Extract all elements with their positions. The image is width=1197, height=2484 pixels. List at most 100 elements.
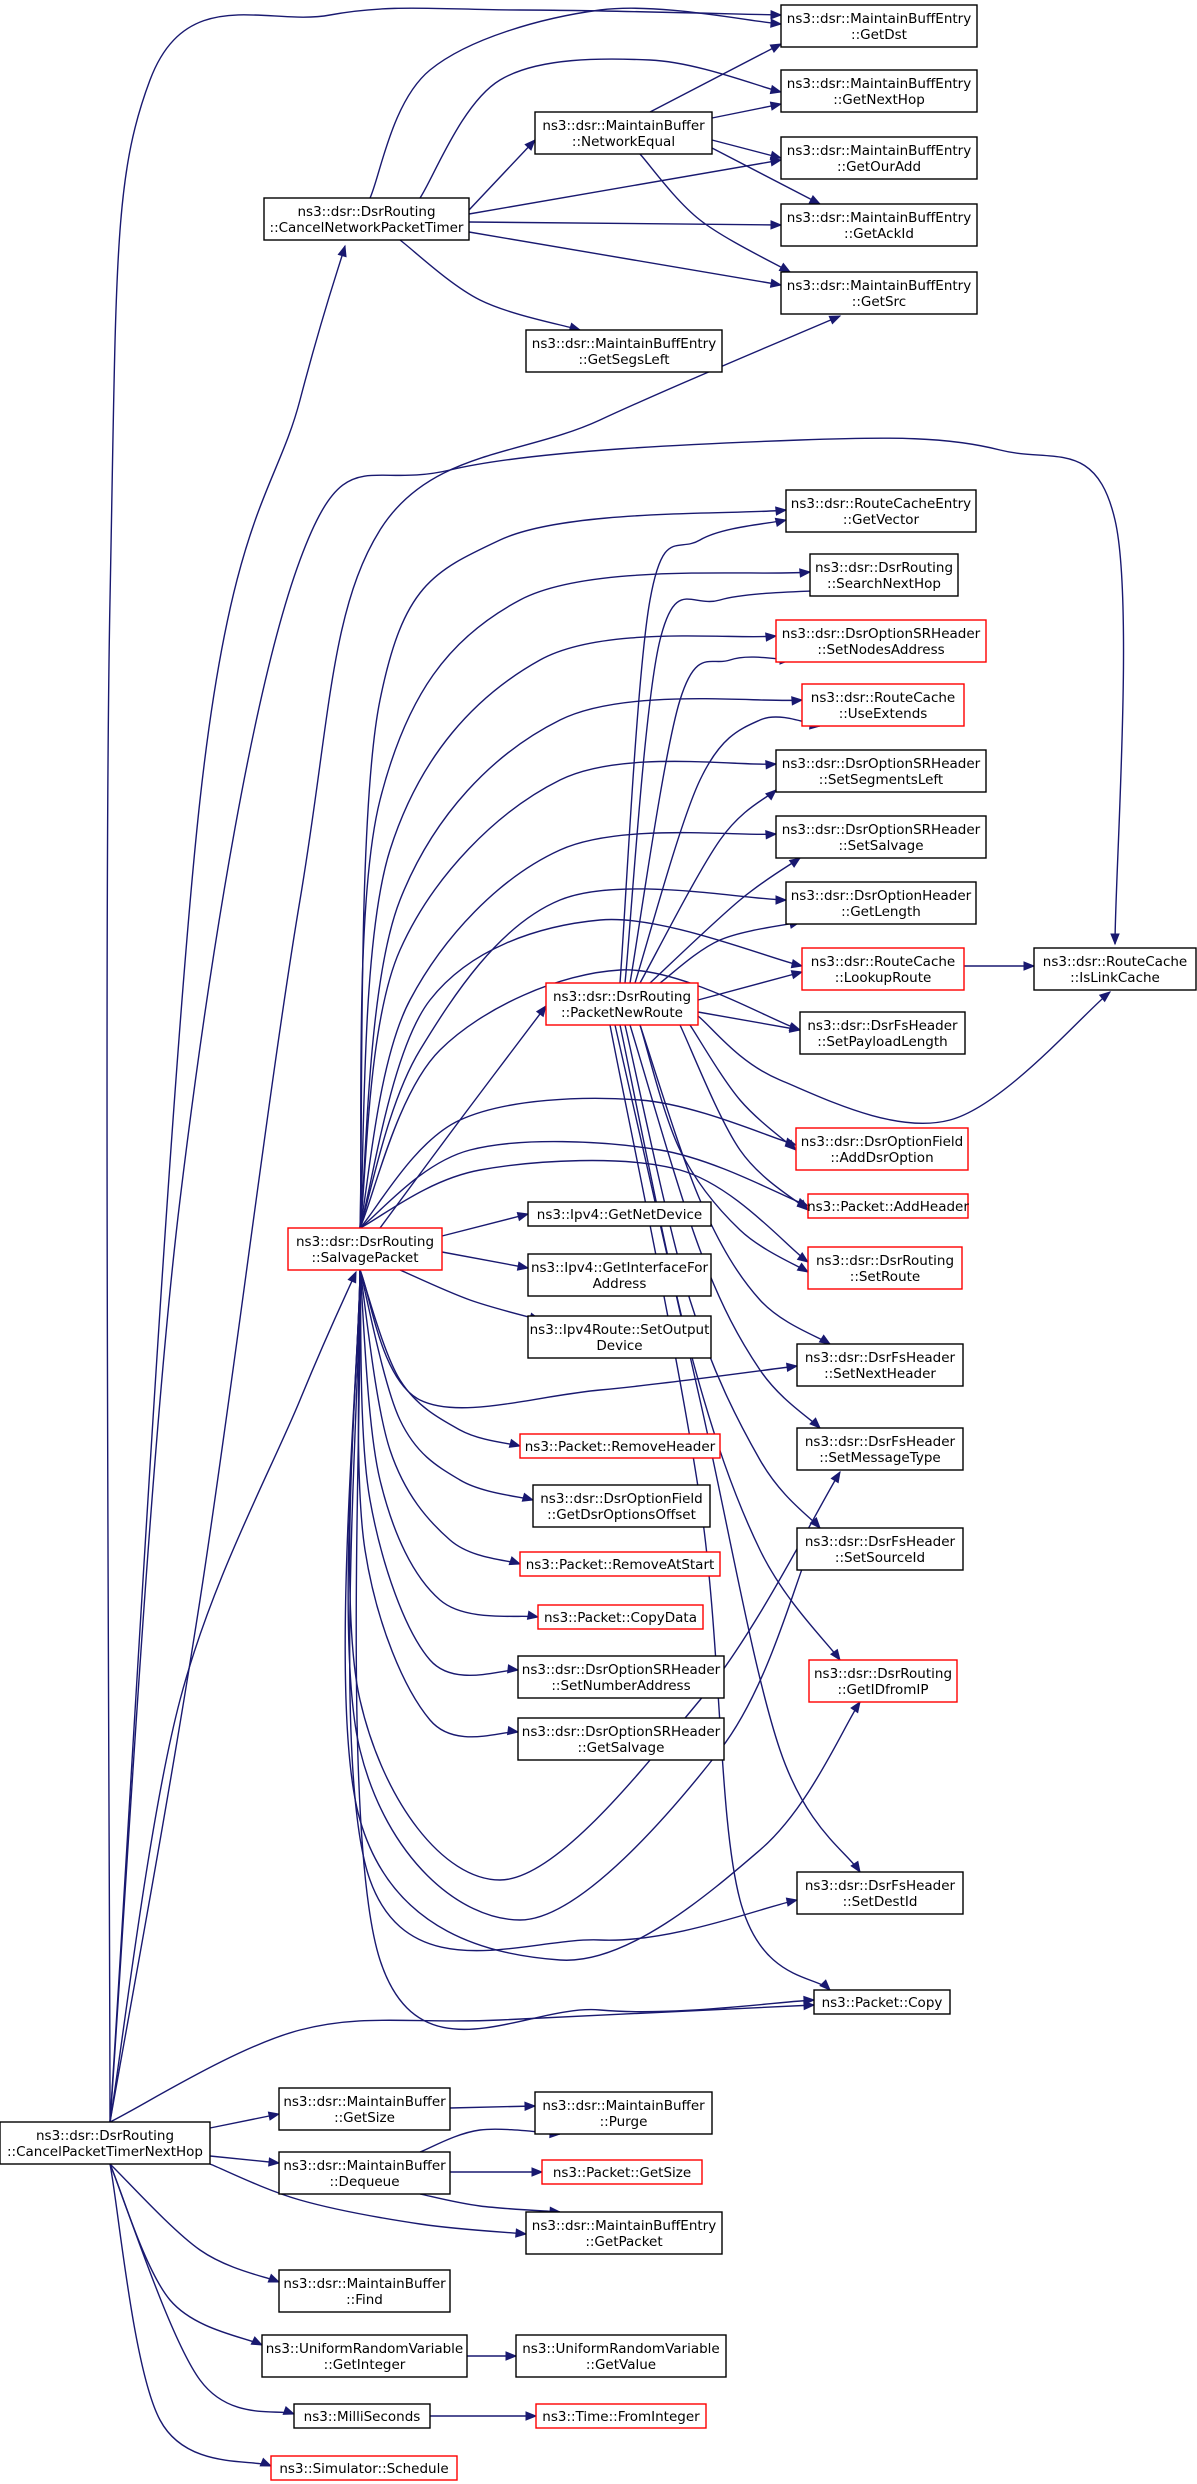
edge-neq-to-getsrc: [639, 153, 792, 273]
edge-line: [359, 1269, 521, 1447]
node-cnpt[interactable]: ns3::dsr::DsrRouting::CancelNetworkPacke…: [263, 197, 470, 241]
node-label: ns3::Ipv4::GetInterfaceFor: [531, 1260, 709, 1276]
node-schedule[interactable]: ns3::Simulator::Schedule: [270, 2455, 458, 2481]
node-box: [278, 2151, 451, 2195]
edge-salvagepacket-to-lookuproute: [359, 918, 804, 1229]
arrowhead-icon: [506, 1725, 520, 1736]
node-setdestid[interactable]: ns3::dsr::DsrFsHeader::SetDestId: [796, 1871, 964, 1915]
node-box: [278, 2087, 451, 2131]
edge-root-to-schedule: [109, 2163, 273, 2467]
arrowhead-icon: [790, 959, 804, 969]
node-box: [519, 1433, 721, 1459]
node-box: [537, 1604, 704, 1630]
node-box: [532, 1484, 711, 1528]
node-label: ns3::dsr::MaintainBuffEntry: [787, 143, 971, 159]
node-setsegmentsleft[interactable]: ns3::dsr::DsrOptionSRHeader::SetSegments…: [775, 749, 987, 793]
node-getinteger[interactable]: ns3::UniformRandomVariable::GetInteger: [261, 2334, 468, 2378]
arrowhead-icon: [791, 696, 804, 706]
arrowhead-icon: [531, 2167, 544, 2177]
node-setnumberaddress[interactable]: ns3::dsr::DsrOptionSRHeader::SetNumberAd…: [517, 1655, 725, 1699]
node-label: ns3::dsr::DsrFsHeader: [805, 1434, 956, 1450]
node-label: ns3::dsr::MaintainBuffer: [283, 2276, 446, 2292]
node-getsalvage[interactable]: ns3::dsr::DsrOptionSRHeader::GetSalvage: [517, 1717, 725, 1761]
edge-line: [209, 2163, 527, 2235]
node-mb_getsize[interactable]: ns3::dsr::MaintainBuffer::GetSize: [278, 2087, 451, 2131]
arrowhead-icon: [347, 1270, 357, 1284]
node-box: [780, 271, 978, 315]
arrowhead-icon: [770, 220, 783, 230]
edge-line: [109, 1271, 357, 2123]
node-label: ::GetSrc: [852, 294, 906, 310]
edge-line: [347, 1269, 811, 1921]
arrowhead-icon: [819, 1979, 831, 1991]
node-label: ns3::dsr::DsrFsHeader: [805, 1350, 956, 1366]
edge-line: [419, 58, 782, 199]
node-packetnewroute[interactable]: ns3::dsr::DsrRouting::PacketNewRoute: [545, 982, 699, 1026]
node-setnodesaddress[interactable]: ns3::dsr::DsrOptionSRHeader::SetNodesAdd…: [775, 619, 987, 663]
node-getdsroptionsoffset[interactable]: ns3::dsr::DsrOptionField::GetDsrOptionsO…: [532, 1484, 711, 1528]
node-label: ns3::dsr::MaintainBuffer: [542, 2098, 705, 2114]
node-label: ::GetNextHop: [833, 92, 925, 108]
node-searchnexthop[interactable]: ns3::dsr::DsrRouting::SearchNextHop: [809, 553, 959, 597]
node-getdst[interactable]: ns3::dsr::MaintainBuffEntry::GetDst: [780, 4, 978, 48]
node-copydata[interactable]: ns3::Packet::CopyData: [537, 1604, 704, 1630]
node-packetcopy[interactable]: ns3::Packet::Copy: [813, 1989, 951, 2015]
node-getvector[interactable]: ns3::dsr::RouteCacheEntry::GetVector: [785, 489, 977, 533]
arrowhead-icon: [507, 1664, 520, 1674]
node-setsalvage[interactable]: ns3::dsr::DsrOptionSRHeader::SetSalvage: [775, 815, 987, 859]
node-getvalue[interactable]: ns3::UniformRandomVariable::GetValue: [515, 2334, 727, 2378]
edge-line: [369, 7, 782, 199]
node-setroute[interactable]: ns3::dsr::DsrRouting::SetRoute: [807, 1246, 963, 1290]
node-milliseconds[interactable]: ns3::MilliSeconds: [293, 2403, 431, 2429]
node-p_getsize[interactable]: ns3::Packet::GetSize: [541, 2159, 703, 2185]
arrowhead-icon: [505, 2351, 518, 2361]
edge-line: [634, 716, 821, 984]
node-dequeue[interactable]: ns3::dsr::MaintainBuffer::Dequeue: [278, 2151, 451, 2195]
node-find[interactable]: ns3::dsr::MaintainBuffer::Find: [278, 2269, 451, 2313]
edge-packetnewroute-to-packetcopy: [609, 1024, 831, 1991]
arrowhead-icon: [1098, 991, 1112, 1003]
node-box: [799, 1011, 966, 1055]
node-islinkcache[interactable]: ns3::dsr::RouteCache::IsLinkCache: [1033, 947, 1197, 991]
node-purge[interactable]: ns3::dsr::MaintainBuffer::Purge: [534, 2091, 713, 2135]
node-getlength[interactable]: ns3::dsr::DsrOptionHeader::GetLength: [785, 881, 977, 925]
node-box: [775, 749, 987, 793]
arrowhead-icon: [828, 315, 842, 325]
node-setmessagetype[interactable]: ns3::dsr::DsrFsHeader::SetMessageType: [796, 1427, 964, 1471]
node-setnextheader[interactable]: ns3::dsr::DsrFsHeader::SetNextHeader: [796, 1343, 964, 1387]
edge-line: [449, 2105, 536, 2109]
node-label: ::GetLength: [841, 904, 921, 920]
node-setsourceid[interactable]: ns3::dsr::DsrFsHeader::SetSourceId: [796, 1527, 964, 1571]
node-getsegsleft[interactable]: ns3::dsr::MaintainBuffEntry::GetSegsLeft: [525, 329, 723, 373]
node-removeheader[interactable]: ns3::Packet::RemoveHeader: [519, 1433, 721, 1459]
node-addheader[interactable]: ns3::Packet::AddHeader: [807, 1193, 969, 1219]
node-box: [270, 2455, 458, 2481]
node-getpacket[interactable]: ns3::dsr::MaintainBuffEntry::GetPacket: [525, 2211, 723, 2255]
node-label: ::PacketNewRoute: [561, 1005, 683, 1021]
node-salvagepacket[interactable]: ns3::dsr::DsrRouting::SalvagePacket: [287, 1227, 443, 1271]
edge-salvagepacket-to-setoutput: [399, 1269, 542, 1322]
node-getnexthop[interactable]: ns3::dsr::MaintainBuffEntry::GetNextHop: [780, 69, 978, 113]
edge-cnpt-to-getsegsleft: [399, 239, 582, 332]
node-getackid[interactable]: ns3::dsr::MaintainBuffEntry::GetAckId: [780, 203, 978, 247]
edge-cnpt-to-getouradd: [468, 157, 783, 215]
node-lookuproute[interactable]: ns3::dsr::RouteCache::LookupRoute: [801, 947, 965, 991]
node-useextends[interactable]: ns3::dsr::RouteCache::UseExtends: [801, 683, 965, 727]
node-removeatstart[interactable]: ns3::Packet::RemoveAtStart: [519, 1551, 721, 1577]
edge-line: [441, 1213, 529, 1237]
edge-line: [419, 2193, 561, 2213]
node-getidfromip[interactable]: ns3::dsr::DsrRouting::GetIDfromIP: [808, 1659, 958, 1703]
node-neq[interactable]: ns3::dsr::MaintainBuffer::NetworkEqual: [534, 111, 713, 155]
edge-line: [711, 139, 782, 159]
node-adddsroption[interactable]: ns3::dsr::DsrOptionField::AddDsrOption: [795, 1127, 969, 1171]
node-getnetdevice[interactable]: ns3::Ipv4::GetNetDevice: [527, 1201, 712, 1227]
arrowhead-icon: [1023, 961, 1036, 971]
node-getouradd[interactable]: ns3::dsr::MaintainBuffEntry::GetOurAdd: [780, 136, 978, 180]
edge-line: [468, 139, 536, 211]
arrowhead-icon: [799, 568, 812, 578]
node-setpayloadlength[interactable]: ns3::dsr::DsrFsHeader::SetPayloadLength: [799, 1011, 966, 1055]
node-frominteger[interactable]: ns3::Time::FromInteger: [535, 2403, 707, 2429]
node-getsrc[interactable]: ns3::dsr::MaintainBuffEntry::GetSrc: [780, 271, 978, 315]
